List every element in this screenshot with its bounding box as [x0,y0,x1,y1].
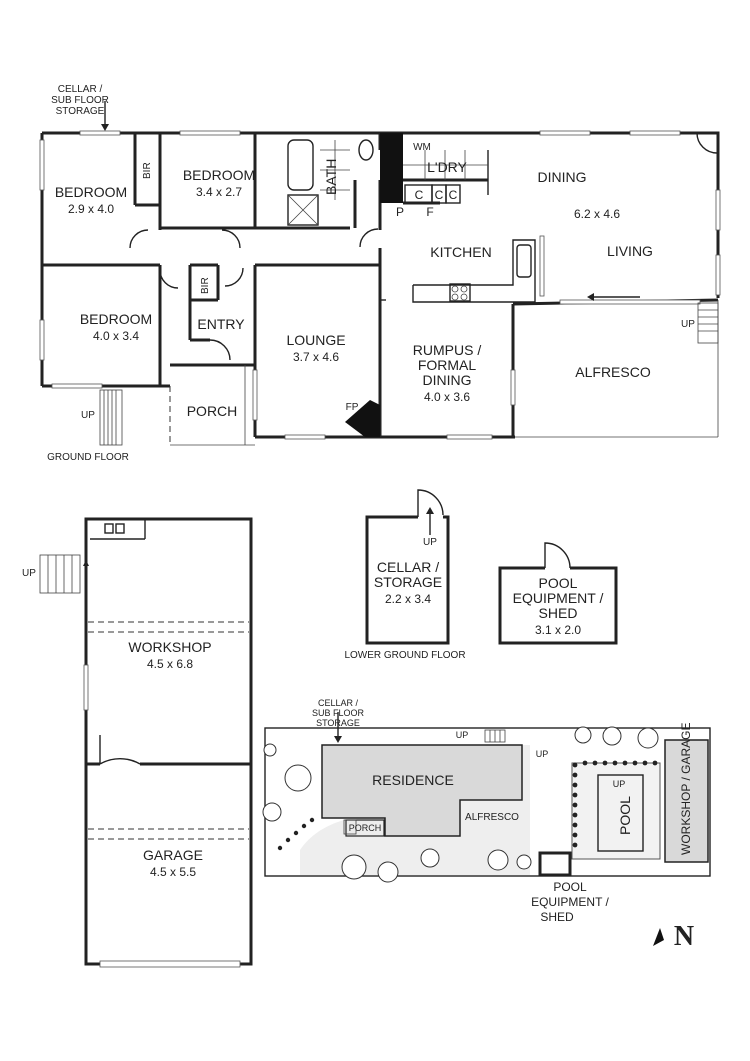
living-label: LIVING [607,243,653,259]
workshop-building-plan: UP WORKSHOP 4.5 x 6.8 GARAGE 4.5 x 5.5 [22,517,253,968]
bedroom-3-label: BEDROOM [80,311,152,327]
compass-arrow-icon [653,928,664,946]
site-up-3: UP [613,779,626,789]
cellar-up-label: UP [423,537,437,548]
rumpus-label-2: FORMAL [418,357,477,373]
rumpus-label-3: DINING [423,372,472,388]
porch-label: PORCH [187,403,238,419]
site-cellar-note-3: STORAGE [316,718,360,728]
cellar-dim: 2.2 x 3.4 [385,592,431,606]
bedroom-1-label: BEDROOM [55,184,127,200]
lower-ground-floor-caption: LOWER GROUND FLOOR [344,650,465,661]
site-shed-label-1: POOL [553,880,587,894]
site-cellar-note-2: SUB FLOOR [312,708,365,718]
pool-shed-dim: 3.1 x 2.0 [535,623,581,637]
north-compass: N [653,921,694,952]
lower-ground-floor-plan: UP CELLAR / STORAGE 2.2 x 3.4 LOWER GROU… [344,489,466,661]
bedroom-1-dim: 2.9 x 4.0 [68,202,114,216]
garage-label: GARAGE [143,847,203,863]
site-up-1: UP [456,730,469,740]
site-workshop-garage-label: WORKSHOP / GARAGE [679,723,693,855]
cupboard-1-label: C [415,188,424,202]
ground-floor-caption: GROUND FLOOR [47,452,129,463]
kitchen-label: KITCHEN [430,244,491,260]
bir-2-label: BIR [200,277,211,294]
compass-north-label: N [674,921,694,952]
cellar-label-2: STORAGE [374,574,442,590]
site-plan: CELLAR / SUB FLOOR STORAGE RESIDENCE ALF… [262,698,711,924]
entry-label: ENTRY [197,316,245,332]
dining-dim: 6.2 x 4.6 [574,207,620,221]
gf-cellar-note-3: STORAGE [56,106,105,117]
dining-label: DINING [538,169,587,185]
workshop-dim: 4.5 x 6.8 [147,657,193,671]
bath-label: BATH [323,159,339,195]
garage-dim: 4.5 x 5.5 [150,865,196,879]
site-residence-label: RESIDENCE [372,772,454,788]
rumpus-label-1: RUMPUS / [413,342,482,358]
gf-up-right-label: UP [681,319,695,330]
alfresco-label: ALFRESCO [575,364,651,380]
site-cellar-note-1: CELLAR / [318,698,359,708]
workshop-up-label: UP [22,568,36,579]
lounge-dim: 3.7 x 4.6 [293,350,339,364]
gf-cellar-note-2: SUB FLOOR [51,95,109,106]
laundry-label: L'DRY [427,159,467,175]
cupboard-3-label: C [449,188,458,202]
site-shed-label-3: SHED [540,910,574,924]
site-shed-label-2: EQUIPMENT / [531,895,609,909]
wm-label: WM [413,142,431,153]
pantry-label: P [396,205,404,219]
bedroom-2-label: BEDROOM [183,167,255,183]
pool-shed-label-1: POOL [539,575,578,591]
bedroom-2-dim: 3.4 x 2.7 [196,185,242,199]
pool-shed-label-3: SHED [539,605,578,621]
ground-floor-plan: CELLAR / SUB FLOOR STORAGE BEDROOM 2.9 x… [39,84,721,463]
lounge-label: LOUNGE [286,332,345,348]
cupboard-2-label: C [435,188,444,202]
bedroom-3-dim: 4.0 x 3.4 [93,329,139,343]
gf-up-left-label: UP [81,410,95,421]
fireplace-label: FP [346,402,359,413]
site-up-2: UP [536,749,549,759]
site-alfresco-label: ALFRESCO [465,812,519,823]
site-porch-label: PORCH [349,823,382,833]
site-pool-label: POOL [617,796,633,835]
fridge-label: F [426,205,433,219]
gf-cellar-note-1: CELLAR / [58,84,103,95]
pool-shed-plan: POOL EQUIPMENT / SHED 3.1 x 2.0 [498,542,618,645]
cellar-label-1: CELLAR / [377,559,439,575]
workshop-label: WORKSHOP [128,639,211,655]
bir-1-label: BIR [142,162,153,179]
rumpus-dim: 4.0 x 3.6 [424,390,470,404]
pool-shed-label-2: EQUIPMENT / [513,590,604,606]
